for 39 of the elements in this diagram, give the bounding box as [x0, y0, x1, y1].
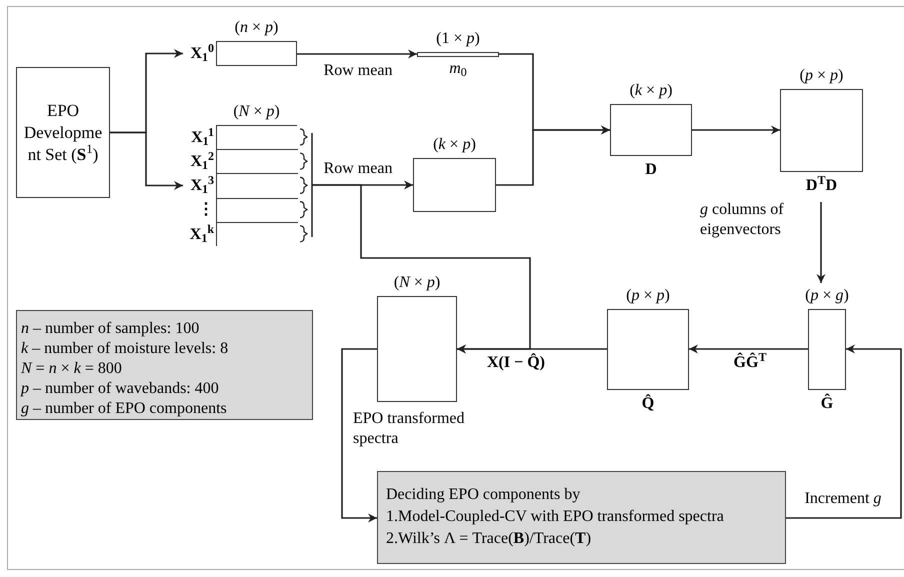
matrix-dimension: (p × p)	[800, 67, 844, 85]
matrix-dimension: (p × g)	[805, 287, 849, 305]
definition-text: k – number of moisture levels: 8	[21, 339, 230, 359]
edge-label: X(I − Q̂)	[487, 354, 545, 372]
arrow	[689, 344, 808, 354]
arrow	[110, 132, 183, 190]
matrix-dimension: (N × p)	[233, 103, 280, 121]
matrix-dimension: (p × p)	[626, 287, 670, 305]
edge-label: Increment g	[804, 490, 882, 508]
matrix-label: Ĝ	[820, 395, 834, 413]
process-box	[16, 67, 110, 198]
arrow	[786, 344, 902, 519]
arrow	[297, 50, 417, 58]
arrow	[692, 126, 780, 134]
definition-text: N = n × k = 800	[21, 359, 123, 379]
matrix-dimension: (k × p)	[433, 136, 476, 154]
matrix-dimension: (1 × p)	[436, 30, 480, 48]
process-box	[377, 471, 786, 564]
notes-box	[16, 310, 313, 420]
matrix-dimension: (n × p)	[234, 19, 278, 37]
box-text: 2.Wilk’s Λ = Trace(B)/Trace(T)	[386, 529, 592, 549]
matrix-dimension: (k × p)	[630, 82, 672, 100]
matrix-label: m$_{0}$	[449, 60, 467, 78]
arrow	[457, 344, 607, 354]
box-text: Deciding EPO components by	[386, 485, 582, 505]
box-text: 1.Model-Coupled-CV with EPO transformed spectra	[386, 507, 725, 527]
definition-text: n – number of samples: 100	[21, 319, 200, 339]
matrix-label: ⋮	[198, 201, 214, 220]
matrix-label: Q̂	[642, 395, 654, 413]
box-text: EPO Developme nt Set (S$^{1}$)	[22, 100, 104, 166]
arrow	[816, 202, 826, 283]
matrix-caption: EPO transformed spectra	[353, 409, 466, 449]
matrix-label: D	[645, 161, 657, 179]
matrix-label: D$^{T}$D	[806, 177, 838, 195]
matrix-dimension: (N × p)	[394, 274, 440, 292]
definition-text: g – number of EPO components	[21, 399, 228, 419]
arrow	[496, 126, 610, 186]
definition-text: p – number of wavebands: 400	[21, 379, 220, 399]
arrow	[341, 348, 377, 522]
